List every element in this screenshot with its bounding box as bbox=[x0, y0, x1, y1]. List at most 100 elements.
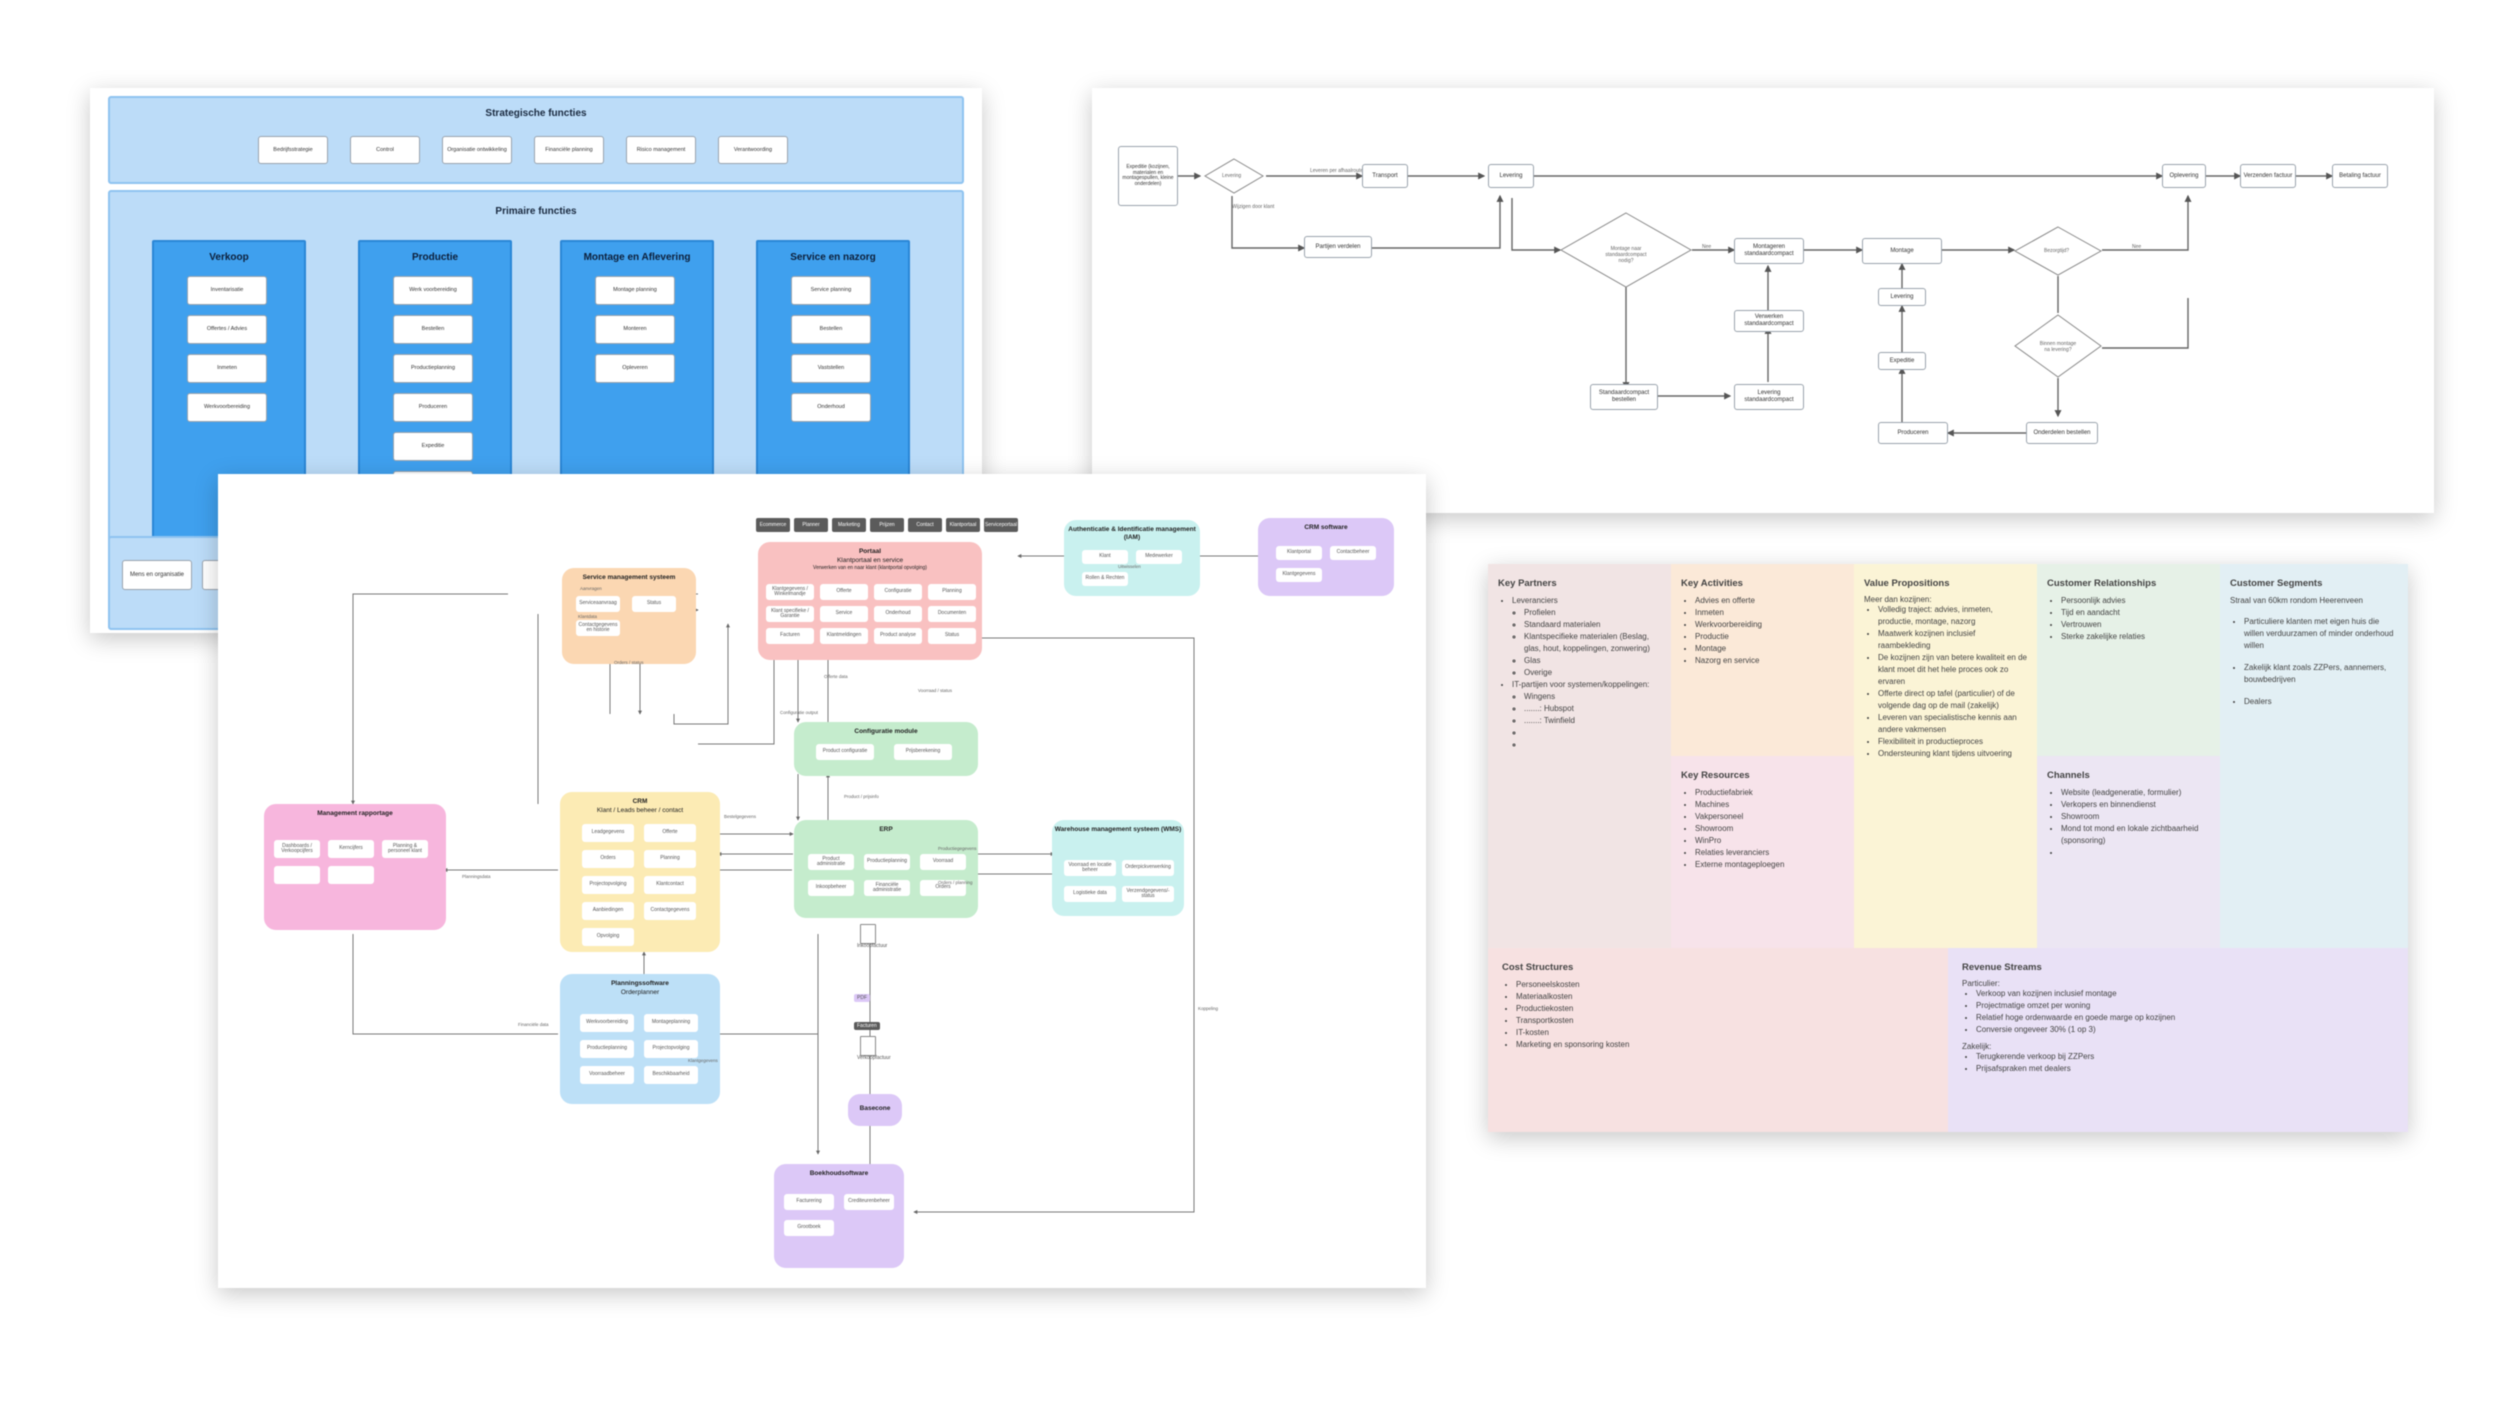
section-item: Orderpickverwerking bbox=[1122, 860, 1174, 876]
column-item: Produceren bbox=[393, 393, 473, 422]
flow-decision-4: Binnen montage na levering? bbox=[2014, 314, 2102, 378]
section-item: Offerte bbox=[644, 824, 696, 842]
bmc-subitem: Profielen bbox=[1524, 607, 1661, 619]
bmc-item: Vakpersoneel bbox=[1695, 811, 1844, 823]
bmc-customer-seg: Customer Segments Straal van 60km rondom… bbox=[2220, 564, 2408, 948]
section-item: Facturering bbox=[784, 1194, 834, 1210]
edge-label: Productiegegevens bbox=[938, 846, 977, 851]
bmc-item: Verkoop van kozijnen inclusief montage bbox=[1976, 988, 2394, 1000]
section-item: Klantgegevens bbox=[1276, 568, 1322, 582]
bmc-item: De kozijnen zijn van betere kwaliteit en… bbox=[1878, 652, 2027, 688]
file-label: Verkoopfactuur bbox=[857, 1055, 891, 1061]
bmc-item: Offerte direct op tafel (particulier) of… bbox=[1878, 688, 2027, 712]
section-item: Planning bbox=[928, 584, 976, 600]
top-tag: Klantportaal bbox=[946, 518, 980, 532]
edge-label: Orders / planning bbox=[938, 880, 973, 885]
bmc-item: Website (leadgeneratie, formulier) bbox=[2061, 787, 2210, 799]
bmc-subitem: .......: Twinfield bbox=[1524, 715, 1661, 727]
bmc-subitem: Glas bbox=[1524, 655, 1661, 667]
bmc-item: Prijsafspraken met dealers bbox=[1976, 1063, 2394, 1075]
bmc-item: Conversie ongeveer 30% (1 op 3) bbox=[1976, 1024, 2394, 1036]
bmc-key-activities: Key Activities Advies en offerteInmetenW… bbox=[1671, 564, 1854, 756]
bmc-item: Personeelskosten bbox=[1516, 979, 1934, 991]
flow-decision-2: Montage naar standaardcompact nodig? bbox=[1559, 212, 1693, 288]
section-title: CRM bbox=[632, 798, 648, 805]
section-title: Warehouse management systeem (WMS) bbox=[1054, 826, 1182, 833]
section-item: Klantgegevens / Winkelmandje bbox=[766, 584, 814, 600]
section-title: CRM software bbox=[1304, 524, 1348, 531]
bmc-value-props: Value Propositions Meer dan kozijnen: Vo… bbox=[1854, 564, 2037, 948]
column-item: Inventarisatie bbox=[187, 276, 267, 305]
section-item: Status bbox=[928, 628, 976, 644]
flow-label-nee-1: Nee bbox=[1702, 244, 1712, 250]
flow-gebaande: Onderdelen bestellen bbox=[2026, 422, 2098, 444]
section-auth: Authenticatie & Identificatie management… bbox=[1064, 520, 1200, 596]
section-item: Financiële administratie bbox=[864, 880, 910, 896]
bmc-item: Advies en offerte bbox=[1695, 595, 1844, 607]
flowchart-card: Expeditie (kozijnen, materialen en monta… bbox=[1092, 88, 2434, 513]
flow-levering-std: Levering standaardcompact bbox=[1734, 384, 1804, 410]
flow-montage: Montage bbox=[1862, 238, 1942, 264]
flow-std-bestellen: Standaardcompact bestellen bbox=[1590, 384, 1658, 410]
bmc-item: Externe montageploegen bbox=[1695, 859, 1844, 871]
bmc-item: Relatief hoge ordenwaarde en goede marge… bbox=[1976, 1012, 2394, 1024]
column-item: Offertes / Advies bbox=[187, 315, 267, 344]
bmc-subitem: Wingens bbox=[1524, 691, 1661, 703]
section-item: Dashboards / Verkoopcijfers bbox=[274, 840, 320, 858]
bmc-item: Dealers bbox=[2244, 696, 2398, 708]
section-title: Configuratie module bbox=[854, 728, 918, 735]
flow-transport: Transport bbox=[1362, 164, 1408, 188]
section-item: Projectopvolging bbox=[582, 876, 634, 894]
section-item: Status bbox=[632, 596, 676, 612]
column-item: Werk voorbereiding bbox=[393, 276, 473, 305]
file-icon bbox=[860, 1036, 876, 1056]
bmc-item: Showroom bbox=[2061, 811, 2210, 823]
bmc-item: Nazorg en service bbox=[1695, 655, 1844, 667]
edge-label: Orders / status bbox=[614, 660, 644, 665]
column-item: Inmeten bbox=[187, 354, 267, 383]
strategic-item: Financiële planning bbox=[534, 136, 604, 164]
flow-vertegen: Verwerken standaardcompact bbox=[1734, 310, 1804, 332]
section-title: Service management systeem bbox=[582, 574, 676, 581]
section-item: Voorraadbeheer bbox=[580, 1066, 634, 1084]
section-item: Kerncijfers bbox=[328, 840, 374, 858]
edge-label: Klantgegevens bbox=[688, 1058, 718, 1063]
section-item: Facturen bbox=[766, 628, 814, 644]
bmc-item: Persoonlijk advies bbox=[2061, 595, 2210, 607]
section-item: Projectopvolging bbox=[644, 1040, 698, 1058]
section-title: Portaal bbox=[858, 548, 882, 555]
flow-label-nee-2: Nee bbox=[2132, 244, 2142, 250]
section-item: Medewerker bbox=[1136, 550, 1182, 564]
bmc-item: Tijd en aandacht bbox=[2061, 607, 2210, 619]
bmc-item: IT-kosten bbox=[1516, 1027, 1934, 1039]
column-item: Productieplanning bbox=[393, 354, 473, 383]
bmc-item: Mond tot mond en lokale zichtbaarheid (s… bbox=[2061, 823, 2210, 847]
bmc-item: Productie bbox=[1695, 631, 1844, 643]
section-item: Voorraad en locatie beheer bbox=[1064, 860, 1116, 876]
bmc-item: Verkopers en binnendienst bbox=[2061, 799, 2210, 811]
top-tag: Planner bbox=[794, 518, 828, 532]
bmc-item: Vertrouwen bbox=[2061, 619, 2210, 631]
bmc-item: Projectmatige omzet per woning bbox=[1976, 1000, 2394, 1012]
column-item: Expeditie bbox=[393, 432, 473, 461]
section-wms: Warehouse management systeem (WMS) Voorra… bbox=[1052, 820, 1184, 916]
flow-start: Expeditie (kozijnen, materialen en monta… bbox=[1118, 146, 1178, 206]
section-title: Authenticatie & Identificatie management… bbox=[1068, 526, 1196, 541]
section-item: Klant specifieke / Garantie bbox=[766, 606, 814, 622]
section-item: Klant bbox=[1082, 550, 1128, 564]
strategic-item: Organisatie ontwikkeling bbox=[442, 136, 512, 164]
section-item: Contactgegevens bbox=[644, 902, 696, 920]
top-tag: Serviceportaal bbox=[984, 518, 1018, 532]
bmc-key-resources: Key Resources ProductiefabriekMachinesVa… bbox=[1671, 756, 1854, 948]
top-tag: Ecommerce bbox=[756, 518, 790, 532]
section-item: Contactgegevens en historie bbox=[576, 620, 620, 636]
bmc-cost: Cost Structures PersoneelskostenMateriaa… bbox=[1488, 948, 1948, 1132]
section-item: Rollen & Rechten bbox=[1082, 572, 1128, 586]
bmc-item: Showroom bbox=[1695, 823, 1844, 835]
bmc-subitem bbox=[1524, 739, 1661, 751]
